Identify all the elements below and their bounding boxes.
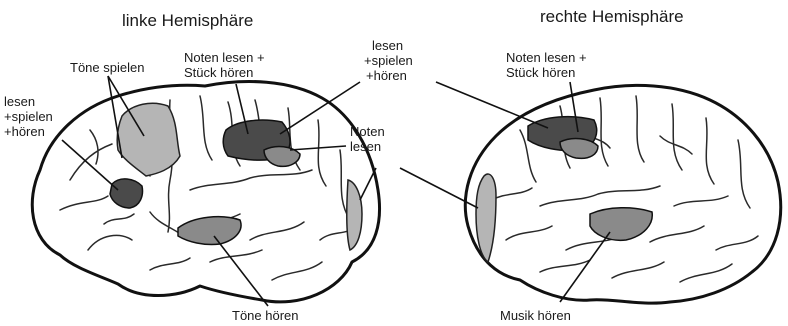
label-noten-lesen-stueck-left: Noten lesen + Stück hören	[184, 50, 268, 80]
label-noten-lesen-stueck-right: Noten lesen + Stück hören	[506, 50, 590, 80]
label-noten-lesen-stueck-left-line2: Stück hören	[184, 65, 253, 80]
label-noten-lesen-left-line1: Noten	[350, 124, 385, 139]
label-lesen-spielen-hoeren-left: lesen +spielen +hören	[4, 94, 56, 139]
label-lesen-spielen-hoeren-left-line3: +hören	[4, 124, 45, 139]
left-hemisphere-title: linke Hemisphäre	[122, 11, 253, 30]
label-lesen-spielen-hoeren-center: lesen +spielen +hören	[364, 38, 416, 83]
label-lesen-spielen-hoeren-left-line2: +spielen	[4, 109, 53, 124]
label-noten-lesen-stueck-left-line1: Noten lesen +	[184, 50, 265, 65]
label-noten-lesen-left: Noten lesen	[350, 124, 388, 154]
label-lesen-spielen-hoeren-left-line1: lesen	[4, 94, 35, 109]
right-hemisphere	[465, 85, 780, 303]
label-toene-spielen: Töne spielen	[70, 60, 144, 75]
leader-center-right	[436, 82, 548, 128]
label-noten-lesen-stueck-right-line1: Noten lesen +	[506, 50, 587, 65]
label-noten-lesen-left-line2: lesen	[350, 139, 381, 154]
left-hemisphere	[32, 82, 379, 302]
label-center-line3: +hören	[366, 68, 407, 83]
label-noten-lesen-stueck-right-line2: Stück hören	[506, 65, 575, 80]
label-musik-hoeren: Musik hören	[500, 308, 571, 323]
label-center-line2: +spielen	[364, 53, 413, 68]
label-toene-hoeren: Töne hören	[232, 308, 299, 323]
right-hemisphere-title: rechte Hemisphäre	[540, 7, 684, 26]
left-brain-outline	[32, 82, 379, 302]
label-center-line1: lesen	[372, 38, 403, 53]
